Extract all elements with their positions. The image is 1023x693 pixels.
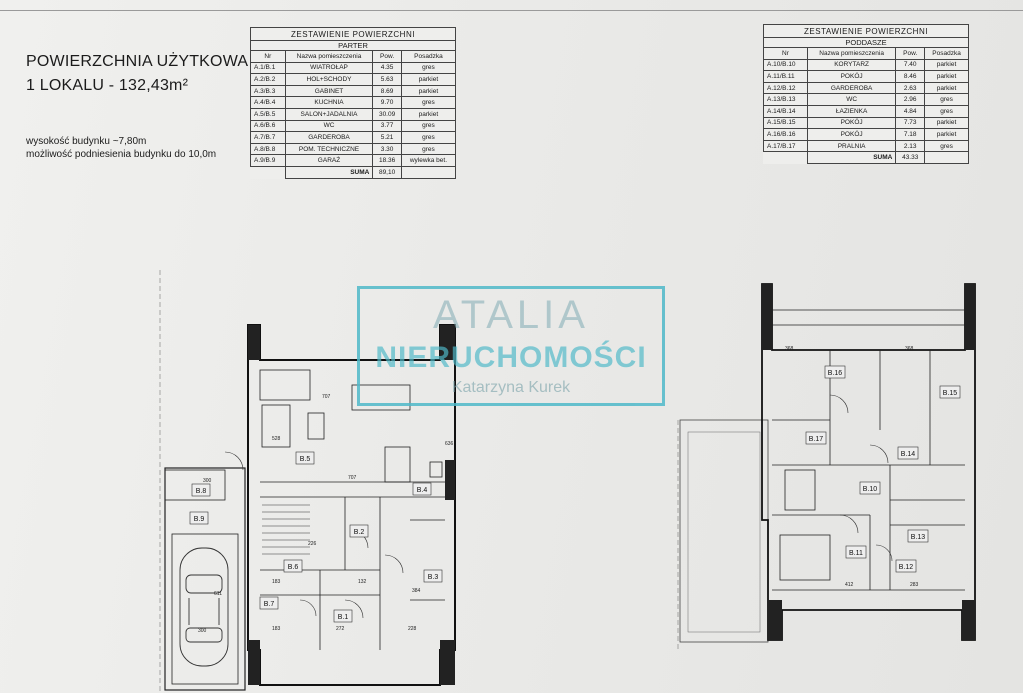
dimension-label: 132 (358, 579, 367, 585)
note-line-2: możliwość podniesienia budynku do 10,0m (26, 149, 217, 160)
dimension-label: 707 (322, 394, 331, 400)
col-header-name: Nazwa pomieszczenia (806, 47, 897, 60)
sheet-border-line (0, 10, 1023, 11)
dimension-label: 226 (308, 541, 317, 547)
dimension-label: 412 (845, 582, 854, 588)
cell-area: 9.70 (372, 96, 402, 109)
room-label: B.8 (196, 488, 207, 495)
dimension-label: 368 (905, 346, 914, 352)
cell-floor-type: wylewka bet. (400, 154, 457, 167)
building-height-notes: wysokość budynku ~7,80m możliwość podnie… (26, 135, 216, 161)
room-label: B.14 (901, 451, 916, 458)
sum-label: SUMA (806, 151, 897, 164)
cell-area: 3.30 (372, 142, 402, 156)
heading-line-1: POWIERZCHNIA UŻYTKOWA (26, 53, 249, 70)
cell-area: 5.21 (372, 131, 402, 144)
dimension-label: 228 (408, 626, 417, 632)
room-label: B.2 (354, 529, 365, 536)
dimension-label: 611 (214, 591, 222, 597)
note-line-1: wysokość budynku ~7,80m (26, 136, 147, 147)
watermark-line-2: NIERUCHOMOŚCI (375, 341, 647, 374)
room-label: B.7 (264, 601, 275, 608)
cell-floor-type: parkiet (924, 128, 969, 141)
cell-floor-type: gres (400, 131, 457, 144)
cell-floor-type: gres (400, 142, 457, 156)
room-label: B.16 (828, 370, 843, 377)
usable-area-heading: POWIERZCHNIA UŻYTKOWA 1 LOKALU - 132,43m… (26, 50, 248, 98)
sum-label: SUMA (284, 165, 374, 179)
car-icon (179, 547, 229, 667)
watermark-line-1: ATALIA (433, 293, 589, 337)
heading-line-2: 1 LOKALU - 132,43m² (26, 77, 189, 94)
cell-room-name: GARAŻ (284, 154, 374, 167)
room-label: B.3 (428, 574, 439, 581)
dimension-label: 528 (272, 436, 281, 442)
dimension-label: 300 (203, 478, 212, 484)
dimension-label: 283 (910, 582, 919, 588)
cell-room-name: POKÓJ (806, 128, 897, 141)
dimension-label: 636 (445, 441, 454, 447)
room-label: B.17 (809, 436, 824, 443)
cell-floor-type: gres (924, 139, 969, 153)
room-label: B.1 (338, 614, 349, 621)
dimension-label: 183 (272, 626, 281, 632)
cell-room-name: GARDEROBA (284, 131, 374, 144)
attic-room-labels: B.16 B.15 B.17 B.14 B.10 B.13 B.11 B.12 (805, 365, 961, 573)
room-label: B.12 (899, 564, 914, 571)
ground-floor-plan: B.5 B.4 B.2 B.3 B.6 B.7 B.1 B.8 B.9 (164, 324, 456, 691)
cell-area: 3.77 (372, 119, 402, 133)
col-header-floor: Posadzka (400, 50, 457, 63)
room-label: B.10 (863, 486, 878, 493)
ground-dimensions: 707 707 636 528 300 300 611 226 183 183 … (198, 394, 454, 634)
col-header-area: Pow. (372, 50, 402, 63)
dimension-label: 384 (412, 588, 421, 594)
ground-room-labels: B.5 B.4 B.2 B.3 B.6 B.7 B.1 B.8 B.9 (189, 451, 443, 623)
room-label: B.4 (417, 487, 428, 494)
dimension-label: 183 (272, 579, 281, 585)
cell-room-name: PRALNIA (806, 139, 897, 153)
room-label: B.9 (194, 516, 205, 523)
room-label: B.13 (911, 534, 926, 541)
table-subcaption: PARTER (250, 40, 456, 51)
col-header-floor: Posadzka (924, 47, 969, 60)
area-table-poddasze: ZESTAWIENIE POWIERZCHNI PODDASZE Nr Nazw… (763, 24, 969, 164)
room-label: B.5 (300, 456, 311, 463)
room-label: B.15 (943, 390, 958, 397)
room-label: B.11 (849, 550, 863, 557)
agency-watermark: ATALIA NIERUCHOMOŚCI Katarzyna Kurek (357, 286, 665, 406)
attic-dimensions: 412 368 368 283 (785, 346, 919, 588)
watermark-line-3: Katarzyna Kurek (451, 379, 571, 396)
dimension-label: 368 (785, 346, 794, 352)
dimension-label: 707 (348, 475, 357, 481)
room-label: B.6 (288, 564, 299, 571)
cell-floor-type: gres (400, 119, 457, 133)
dimension-label: 272 (336, 626, 345, 632)
cell-area: 18.36 (372, 154, 402, 167)
dimension-label: 300 (198, 628, 207, 634)
area-table-parter: ZESTAWIENIE POWIERZCHNI PARTER Nr Nazwa … (250, 27, 457, 179)
sum-value: 89,10 (372, 165, 402, 179)
table-subcaption: PODDASZE (763, 37, 969, 48)
attic-floor-plan: B.16 B.15 B.17 B.14 B.10 B.13 B.11 B.12 … (679, 283, 976, 643)
